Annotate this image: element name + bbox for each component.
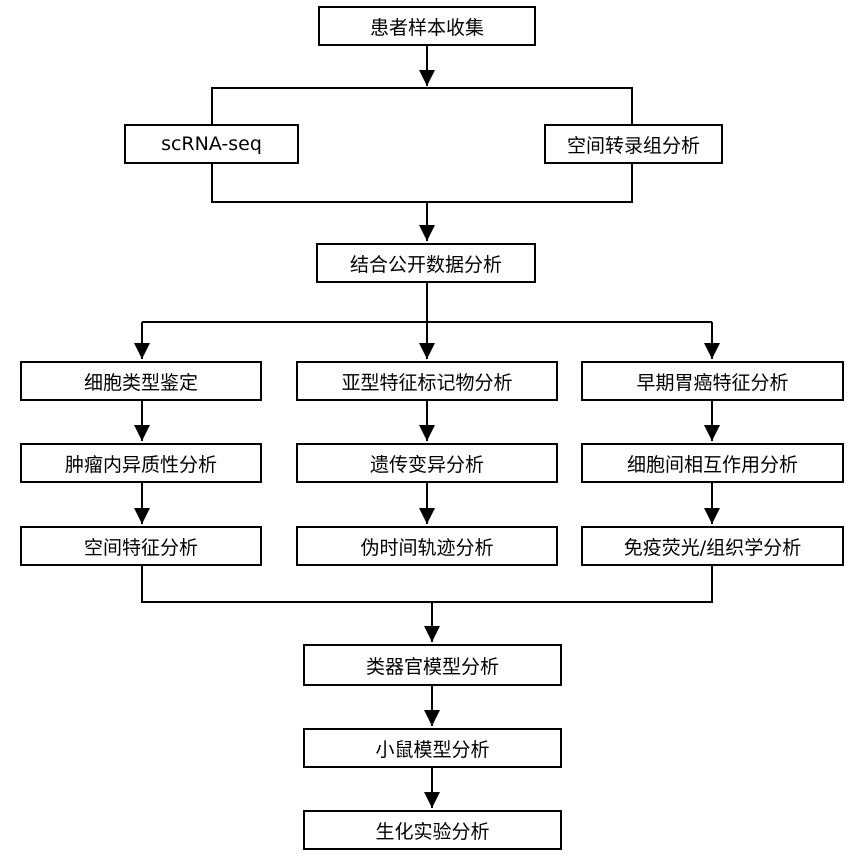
column-3-step-3: 免疫荧光/组织学分析 [581,526,844,566]
organoid-model-box: 类器官模型分析 [303,644,562,686]
collection-box: 患者样本收集 [318,6,536,46]
column-2-step-1: 亚型特征标记物分析 [296,361,558,401]
columns-merge-bracket [141,566,713,603]
integration-box: 结合公开数据分析 [316,243,536,283]
biochemical-experiment-box: 生化实验分析 [303,810,562,850]
column-1-step-1: 细胞类型鉴定 [20,361,262,401]
split-bracket [211,87,633,144]
spatial-transcriptomics-box: 空间转录组分析 [544,124,723,164]
column-2-step-2: 遗传变异分析 [296,443,558,483]
scrna-seq-box: scRNA-seq [124,124,299,164]
column-3-step-1: 早期胃癌特征分析 [581,361,844,401]
mouse-model-box: 小鼠模型分析 [303,728,562,768]
column-3-step-2: 细胞间相互作用分析 [581,443,844,483]
column-1-step-3: 空间特征分析 [20,526,262,566]
column-2-step-3: 伪时间轨迹分析 [296,526,558,566]
merge-bracket [211,164,633,203]
column-1-step-2: 肿瘤内异质性分析 [20,443,262,483]
